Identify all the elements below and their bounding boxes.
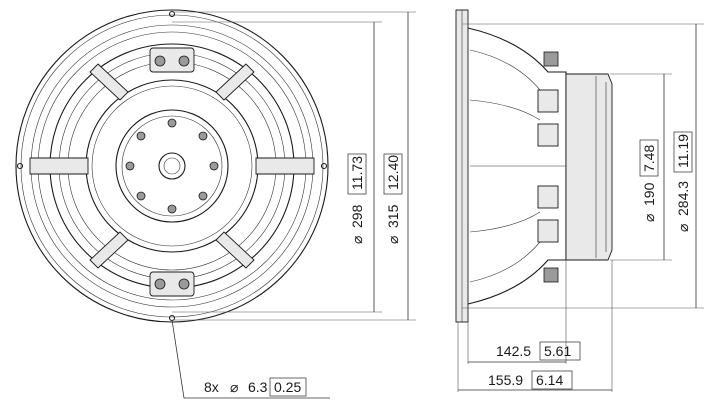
dim-315-symbol: ⌀ <box>385 236 401 244</box>
terminal-block-bottom <box>149 271 195 297</box>
frame-rim-inner-1 <box>20 14 324 318</box>
terminals-top <box>149 47 195 73</box>
dim-142-inch: 5.61 <box>544 343 571 359</box>
mounting-hole-right <box>320 162 328 170</box>
side-dimension-lines <box>457 23 704 392</box>
dim-284: ⌀ 284.3 11.19 <box>673 131 693 232</box>
holes-mm: 6.3 <box>248 379 268 395</box>
dim-190-inch-box <box>639 139 659 177</box>
motor-window-1 <box>537 89 559 113</box>
basket-rib-top <box>469 49 541 91</box>
holes-callout: 8x ⌀ 6.3 0.25 <box>204 377 307 397</box>
magnet-bolts <box>125 118 219 214</box>
dim-142-mm: 142.5 <box>496 343 531 359</box>
dim-298-inch-box <box>347 153 367 195</box>
cone-inner-ring <box>91 85 253 247</box>
bolt-bottom-left <box>136 191 146 201</box>
terminal-bottom-right <box>178 278 190 290</box>
basket-rib-upper <box>469 99 541 121</box>
spoke-top-left <box>89 63 129 101</box>
spoke-bottom-left <box>89 231 129 269</box>
dim-284-mm: 284.3 <box>675 181 691 216</box>
cone-inner-edge <box>85 79 259 253</box>
dim-298-inch: 11.73 <box>349 156 365 190</box>
basket-rib-lower <box>469 211 541 233</box>
dim-298: ⌀ 298 11.73 <box>347 153 367 244</box>
dim-298-mm: 298 <box>349 204 365 228</box>
bolt-top-left <box>136 131 146 141</box>
pole-vent-inner <box>163 157 181 175</box>
dim-315-inch: 12.40 <box>385 155 401 190</box>
dim-190-symbol: ⌀ <box>641 214 657 222</box>
holes-inch: 0.25 <box>274 379 301 395</box>
bolt-right <box>209 161 219 171</box>
holes-count: 8x <box>204 379 219 395</box>
dim-315-mm: 315 <box>385 204 401 228</box>
holes-symbol: ⌀ <box>230 379 238 395</box>
spoke-bottom-right <box>215 231 255 269</box>
holes-inch-box <box>269 377 307 397</box>
side-view <box>455 9 613 323</box>
dim-155-inch-box <box>531 370 573 390</box>
cone-ring <box>67 61 277 271</box>
dim-155-inch: 6.14 <box>536 372 563 388</box>
bolt-bottom-right <box>198 191 208 201</box>
front-view <box>15 9 329 323</box>
holes-leader <box>171 319 185 399</box>
terminal-side-top <box>543 51 559 67</box>
dim-284-inch: 11.19 <box>675 134 691 168</box>
terminal-bottom-left <box>154 278 166 290</box>
dim-190-mm: 190 <box>641 182 657 206</box>
motor-window-4 <box>537 219 559 243</box>
bolt-top <box>167 118 177 128</box>
dim-284-inch-box <box>673 131 693 173</box>
dim-142: 142.5 5.61 <box>496 341 581 361</box>
motor-window-2 <box>537 123 559 147</box>
terminal-top-right <box>178 55 190 67</box>
terminals-bottom <box>149 271 195 297</box>
dim-155: 155.9 6.14 <box>488 370 573 390</box>
motor-window-3 <box>537 185 559 209</box>
spoke-right <box>255 157 315 175</box>
dim-315: ⌀ 315 12.40 <box>383 153 403 244</box>
mounting-hole-top <box>168 10 176 18</box>
frame-spokes <box>29 63 315 269</box>
surround-inner <box>58 52 286 280</box>
pole-vent <box>158 152 186 180</box>
front-dimension-lines <box>171 11 416 399</box>
basket-rib-bottom <box>469 241 541 283</box>
bolt-bottom <box>167 204 177 214</box>
terminal-side-bottom <box>543 267 559 283</box>
dim-190: ⌀ 190 7.48 <box>639 139 659 222</box>
spoke-top-right <box>215 63 255 101</box>
dim-142-inch-box <box>539 341 581 361</box>
dim-315-inch-box <box>383 153 403 195</box>
dim-284-symbol: ⌀ <box>675 224 691 232</box>
spoke-left <box>29 157 89 175</box>
dim-298-symbol: ⌀ <box>349 236 365 244</box>
dim-190-inch: 7.48 <box>641 145 657 172</box>
mounting-hole-left <box>16 162 24 170</box>
dust-cap-outer <box>115 109 229 223</box>
magnet-assembly <box>565 73 613 261</box>
dust-cap-ring <box>121 115 223 217</box>
terminal-top-left <box>154 55 166 67</box>
bolt-left <box>125 161 135 171</box>
bolt-top-right <box>198 131 208 141</box>
dim-155-mm: 155.9 <box>488 372 523 388</box>
